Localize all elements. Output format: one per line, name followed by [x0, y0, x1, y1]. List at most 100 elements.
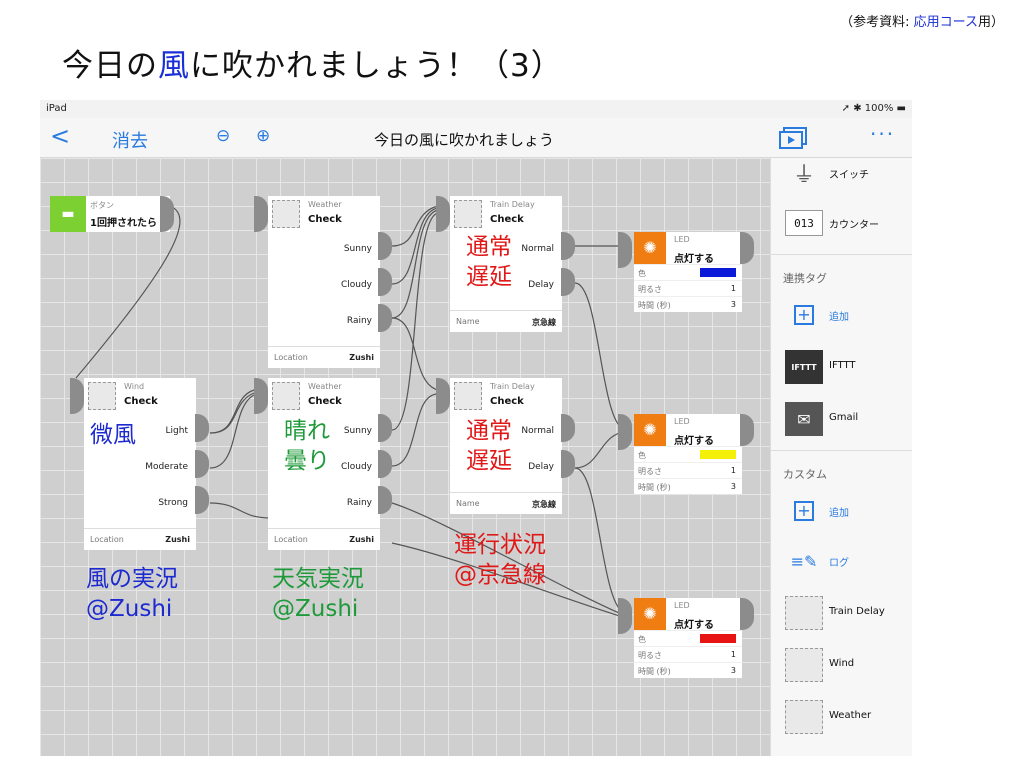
node-category: LED	[674, 601, 690, 610]
annotation-line: 風の実況	[86, 566, 178, 592]
output-port[interactable]	[740, 232, 754, 264]
annotation-wind-note: 風の実況@Zushi	[86, 564, 178, 624]
time-label: 時間 (秒)	[638, 667, 671, 676]
time-value: 3	[730, 300, 736, 309]
ipad-screen: iPad ➚ ✱ 100% ▬ < 消去 ⊖ ⊕ 今日の風に吹かれましょう ··…	[40, 100, 912, 756]
color-swatch[interactable]	[700, 634, 736, 643]
output-port[interactable]	[195, 450, 209, 478]
device-label: iPad	[46, 103, 67, 114]
output-port[interactable]	[378, 414, 392, 442]
output-port[interactable]	[378, 304, 392, 332]
port-label: Strong	[158, 498, 188, 508]
input-port[interactable]	[436, 196, 450, 232]
input-port[interactable]	[618, 598, 632, 634]
node-name: 点灯する	[674, 620, 714, 631]
title-text-suffix: に吹かれましょう！（3）	[190, 48, 563, 84]
sidebar-item-switch[interactable]: ⏚ スイッチ	[771, 150, 912, 194]
recipe-title: 今日の風に吹かれましょう	[374, 131, 555, 149]
port-label: Light	[165, 426, 188, 436]
footer-key: Location	[274, 353, 308, 362]
port-label: Delay	[528, 280, 554, 290]
connection-wires	[75, 205, 627, 619]
output-port[interactable]	[378, 268, 392, 296]
title-text: 今日の	[62, 48, 158, 84]
input-port[interactable]	[618, 232, 632, 268]
input-port[interactable]	[618, 414, 632, 450]
weather-node[interactable]: Weather Check Sunny Cloudy Rainy Locatio…	[268, 196, 380, 368]
node-category: LED	[674, 417, 690, 426]
led-icon: ✺	[634, 598, 666, 630]
node-name: 点灯する	[674, 436, 714, 447]
sidebar-item-counter[interactable]: 013 カウンター	[771, 200, 912, 244]
input-port[interactable]	[70, 378, 84, 414]
sidebar-item-label: ログ	[829, 558, 849, 569]
sidebar-item-add-tag[interactable]: + 追加	[771, 292, 912, 336]
node-name: Check	[490, 214, 524, 225]
time-value: 3	[730, 666, 736, 675]
back-button[interactable]: <	[50, 122, 71, 150]
clear-button[interactable]: 消去	[112, 131, 148, 152]
output-port[interactable]	[561, 232, 575, 260]
node-icon	[454, 200, 482, 228]
input-port[interactable]	[436, 378, 450, 414]
recipe-canvas[interactable]: ▬ ボタン 1回押されたら Weather Check Sunny Cloudy…	[40, 158, 770, 756]
node-name: Check	[308, 214, 342, 225]
button-node[interactable]: ▬ ボタン 1回押されたら	[50, 196, 170, 232]
output-port[interactable]	[160, 196, 174, 232]
sidebar-item-gmail[interactable]: ✉ Gmail	[771, 396, 912, 440]
section-header: 連携タグ	[783, 272, 827, 285]
output-port[interactable]	[195, 414, 209, 442]
annotation-weather: 晴れ曇り	[284, 416, 330, 476]
port-label: Rainy	[346, 316, 372, 326]
time-label: 時間 (秒)	[638, 301, 671, 310]
sidebar-item-wind[interactable]: Wind	[771, 642, 912, 686]
sidebar-item-label: Weather	[829, 710, 872, 721]
node-icon	[272, 200, 300, 228]
sidebar-item-label: Train Delay	[829, 606, 885, 617]
section-header: カスタム	[783, 468, 827, 481]
output-port[interactable]	[195, 486, 209, 514]
status-bar: iPad ➚ ✱ 100% ▬	[40, 100, 912, 118]
output-port[interactable]	[378, 450, 392, 478]
sidebar-item-label: カウンター	[829, 220, 879, 231]
port-label: Delay	[528, 462, 554, 472]
led-icon: ✺	[634, 232, 666, 264]
weather-node[interactable]: Weather Check Sunny Cloudy Rainy Locatio…	[268, 378, 380, 550]
counter-icon: 013	[785, 210, 823, 236]
more-icon[interactable]: ···	[870, 122, 896, 146]
output-port[interactable]	[561, 268, 575, 296]
output-port[interactable]	[561, 414, 575, 442]
ref-text: （参考資料:	[840, 15, 914, 30]
port-label: Cloudy	[340, 280, 372, 290]
color-label: 色	[638, 451, 646, 460]
wind-node[interactable]: Wind Check Light Moderate Strong Locatio…	[84, 378, 196, 550]
sidebar-item-weather[interactable]: Weather	[771, 694, 912, 738]
output-port[interactable]	[740, 414, 754, 446]
output-port[interactable]	[378, 232, 392, 260]
sidebar-item-train-delay[interactable]: Train Delay	[771, 590, 912, 634]
color-swatch[interactable]	[700, 450, 736, 459]
custom-component-icon	[785, 700, 823, 734]
color-swatch[interactable]	[700, 268, 736, 277]
slideshow-icon[interactable]	[778, 126, 810, 150]
sidebar-item-add-custom[interactable]: + 追加	[771, 488, 912, 532]
output-port[interactable]	[740, 598, 754, 630]
output-port[interactable]	[378, 486, 392, 514]
sidebar-item-log[interactable]: ≡✎ ログ	[771, 538, 912, 582]
input-port[interactable]	[254, 378, 268, 414]
input-port[interactable]	[254, 196, 268, 232]
zoom-out-icon[interactable]: ⊖	[216, 126, 231, 146]
output-port[interactable]	[561, 450, 575, 478]
sidebar-item-ifttt[interactable]: IFTTT IFTTT	[771, 344, 912, 388]
zoom-in-icon[interactable]: ⊕	[256, 126, 271, 146]
brightness-value: 1	[730, 284, 736, 293]
reference-note: （参考資料: 応用コース用）	[840, 11, 1004, 30]
footer-key: Location	[90, 535, 124, 544]
